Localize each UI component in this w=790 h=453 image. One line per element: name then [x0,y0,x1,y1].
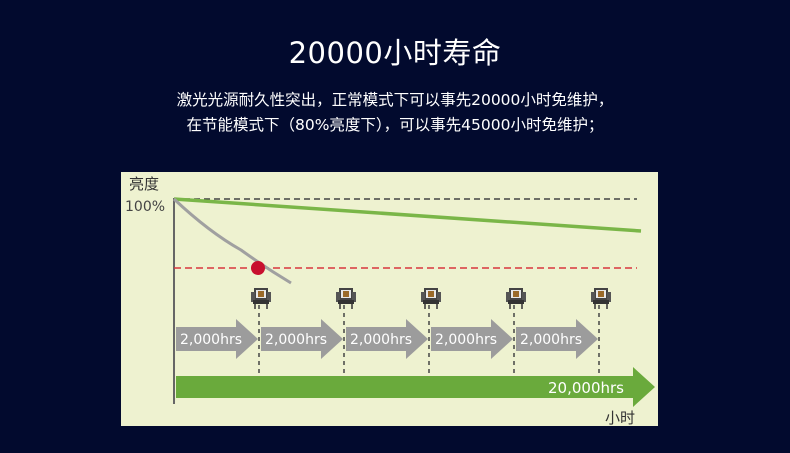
lamp-icon-5 [590,287,612,310]
lamp-icon-3 [420,287,442,310]
lifetime-chart: 亮度 100% 2,000hrs 2,000hrs [125,175,655,427]
interval-label-2: 2,000hrs [265,332,327,348]
interval-label-4: 2,000hrs [435,332,497,348]
interval-label-1: 2,000hrs [180,332,242,348]
lamp-failure-marker [251,261,265,275]
lamp-icon-4 [505,287,527,310]
laser-brightness-line [173,197,642,233]
total-lifetime-label: 20,000hrs [548,379,624,397]
interval-label-3: 2,000hrs [350,332,412,348]
interval-arrow-5: 2,000hrs [516,319,598,359]
lamp-icon-2 [335,287,357,310]
total-lifetime-arrow: 20,000hrs [176,367,655,407]
interval-label-5: 2,000hrs [520,332,582,348]
lamp-icon-1 [250,287,272,310]
y-axis-label: 亮度 [129,175,159,193]
description-line-2: 在节能模式下（80%亮度下），可以事先45000小时免维护； [186,116,604,134]
interval-arrow-4: 2,000hrs [431,319,513,359]
interval-arrow-3: 2,000hrs [346,319,428,359]
lifetime-chart-panel: 亮度 100% 2,000hrs 2,000hrs [121,172,658,427]
interval-arrow-2: 2,000hrs [261,319,343,359]
page-title: 20000小时寿命 [288,36,502,70]
x-axis-label: 小时 [605,409,635,426]
interval-arrow-1: 2,000hrs [176,319,258,359]
description-line-1: 激光光源耐久性突出，正常模式下可以事先20000小时免维护， [176,91,614,109]
lamp-brightness-curve [172,197,292,285]
y-tick-100: 100% [125,199,165,215]
